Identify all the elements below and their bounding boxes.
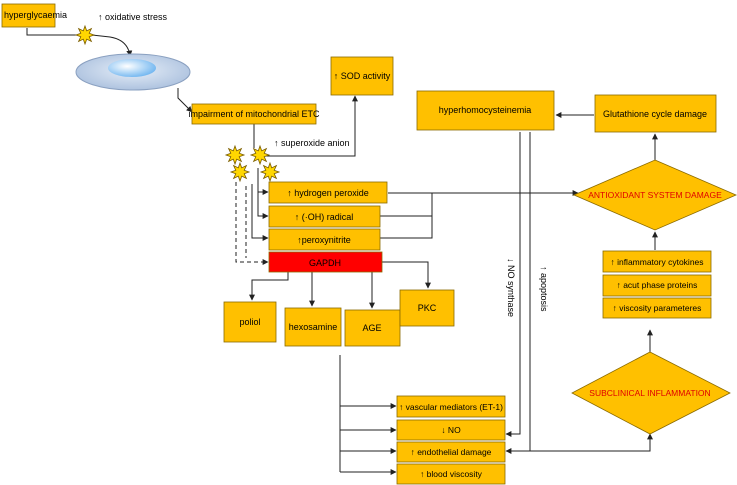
peroxynitrite-label: ↑peroxynitrite	[297, 235, 351, 245]
age-box	[344, 309, 401, 347]
subclinical-inflammation-label: SUBCLINICAL INFLAMMATION	[589, 388, 710, 398]
hydrogen-peroxide-label: ↑ hydrogen peroxide	[287, 188, 369, 198]
arrow-to-oh	[257, 192, 269, 219]
hydrogen-peroxide-box	[268, 181, 388, 204]
oh-radical-box	[268, 205, 381, 228]
arrow-superoxide-sod	[265, 95, 358, 157]
hyperglycaemia-box	[1, 3, 56, 28]
no-label: ↓ NO	[441, 425, 461, 435]
acute-phase-box	[602, 274, 712, 297]
hyperglycaemia-label: hyperglycaemia	[4, 10, 67, 20]
poliol-label: poliol	[239, 317, 260, 327]
acute-phase-label: ↑ acut phase proteins	[617, 280, 698, 290]
oh-radical-label: ↑ (·OH) radical	[295, 212, 354, 222]
oxidative-stress-label: ↑ oxidative stress	[98, 12, 168, 22]
hexosamine-box	[284, 307, 342, 347]
antioxidant-system-label: ANTIOXIDANT SYSTEM DAMAGE	[588, 190, 722, 200]
line-oh-merge	[380, 193, 433, 217]
arrow-dashed-gapdh	[235, 182, 269, 265]
arrow-star-cell	[91, 34, 133, 57]
superoxide-label: ↑ superoxide anion	[274, 138, 350, 148]
arrow-hyperhomo-no	[505, 132, 521, 437]
blood-viscosity-label: ↑ blood viscosity	[420, 469, 483, 479]
arrow-endothelial-subclinical	[506, 433, 653, 452]
vascular-mediators-box	[396, 395, 506, 418]
inflammatory-cytokines-box	[602, 250, 712, 273]
peroxynitrite-box	[268, 228, 381, 251]
gapdh-box	[268, 251, 383, 273]
antioxidant-system-diamond	[572, 159, 737, 231]
star-icons	[74, 24, 281, 183]
mito-etc-box	[191, 103, 317, 125]
no-synthase-label: ↓ NO synthase	[506, 258, 516, 317]
hyperhomocysteinemia-label: hyperhomocysteinemia	[439, 105, 532, 115]
inflammatory-cytokines-label: ↑ inflammatory cytokines	[610, 257, 703, 267]
arrow-cell-mito	[177, 88, 193, 113]
endothelial-damage-label: ↑ endothelial damage	[411, 447, 492, 457]
poliol-box	[223, 301, 277, 343]
glutathione-label: Glutathione cycle damage	[603, 109, 707, 119]
glutathione-box	[594, 94, 717, 133]
burst-icon	[74, 24, 96, 46]
burst-icon	[224, 144, 246, 166]
burst-icon	[249, 144, 271, 166]
viscosity-params-box	[602, 297, 712, 319]
sod-activity-box	[330, 56, 394, 96]
sod-activity-label: ↑ SOD activity	[334, 71, 391, 81]
apoptosis-label: ↑ apoptosis	[539, 266, 549, 312]
arrow-hyperglycaemia-cell	[26, 28, 78, 36]
arrow-gapdh-pkc	[382, 261, 431, 289]
hexosamine-label: hexosamine	[289, 322, 338, 332]
age-label: AGE	[362, 323, 381, 333]
subclinical-inflammation-diamond	[571, 351, 731, 435]
burst-icon	[259, 161, 281, 183]
mito-etc-label: impairment of mitochondrial ETC	[188, 109, 320, 119]
pkc-label: PKC	[418, 303, 437, 313]
no-box	[396, 419, 506, 441]
gapdh-label: GAPDH	[309, 258, 341, 268]
pkc-box	[399, 289, 455, 327]
blood-viscosity-box	[396, 463, 506, 485]
cell-illustration	[75, 53, 191, 91]
arrow-to-peroxynitrite	[251, 184, 269, 241]
endothelial-damage-box	[396, 441, 506, 463]
viscosity-params-label: ↑ viscosity parameteres	[613, 303, 702, 313]
hyperhomocysteinemia-box	[416, 90, 555, 131]
arrow-gapdh-poliol	[249, 272, 289, 301]
vascular-mediators-label: ↑ vascular mediators (ET-1)	[399, 402, 503, 412]
burst-icon	[229, 161, 251, 183]
line-peroxy-merge	[380, 216, 433, 239]
